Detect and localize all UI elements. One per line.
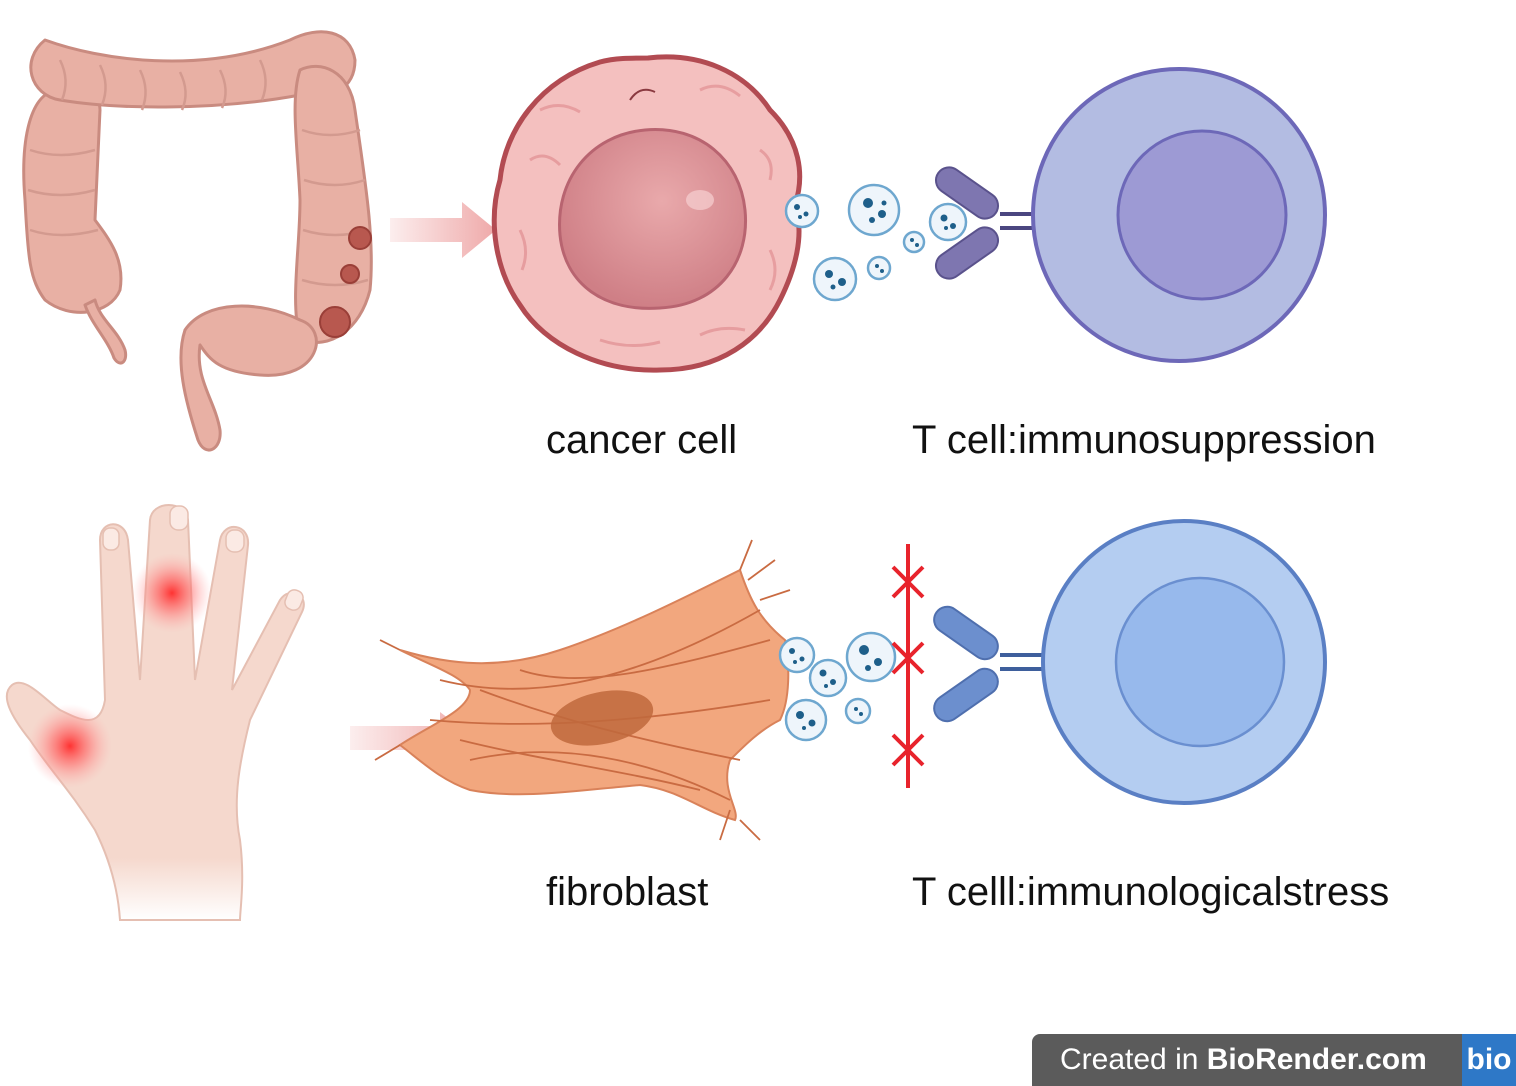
- cancer-cell: [491, 54, 803, 373]
- colon-illustration: [22, 30, 373, 452]
- inflammation-joint-thumb: [28, 704, 112, 788]
- label-cancer-cell: cancer cell: [546, 418, 738, 462]
- inflammation-joint-finger: [132, 553, 212, 633]
- label-fibroblast: fibroblast: [546, 870, 709, 914]
- t-cell-bottom: [1041, 519, 1327, 805]
- colon-tumors: [319, 226, 372, 338]
- exosome-cargo-bottom: [789, 645, 882, 730]
- exosome-cargo-top: [794, 198, 956, 290]
- t-cell-top: [1031, 67, 1327, 363]
- receptor-bottom: [933, 605, 1046, 723]
- receptor-top: [934, 166, 1036, 280]
- exosomes-bottom: [778, 631, 897, 742]
- label-t-cell-immunosuppression: T cell:immunosuppression: [912, 418, 1376, 462]
- exosomes-top: [784, 183, 968, 302]
- fibroblast-cell: [374, 539, 791, 841]
- badge-prefix: Created in: [1060, 1043, 1207, 1076]
- hand-nails: [102, 505, 304, 611]
- biorender-badge[interactable]: Created in BioRender.com bio: [1032, 1034, 1516, 1086]
- arrow-colon-to-cancer: [390, 202, 496, 258]
- badge-text: Created in BioRender.com: [1032, 1043, 1427, 1077]
- badge-brand: BioRender.com: [1206, 1043, 1427, 1076]
- label-t-cell-immunological-stress: T celll:immunologicalstress: [912, 870, 1390, 914]
- biorender-logo-icon: bio: [1462, 1034, 1516, 1086]
- blocked-barrier: [891, 544, 925, 788]
